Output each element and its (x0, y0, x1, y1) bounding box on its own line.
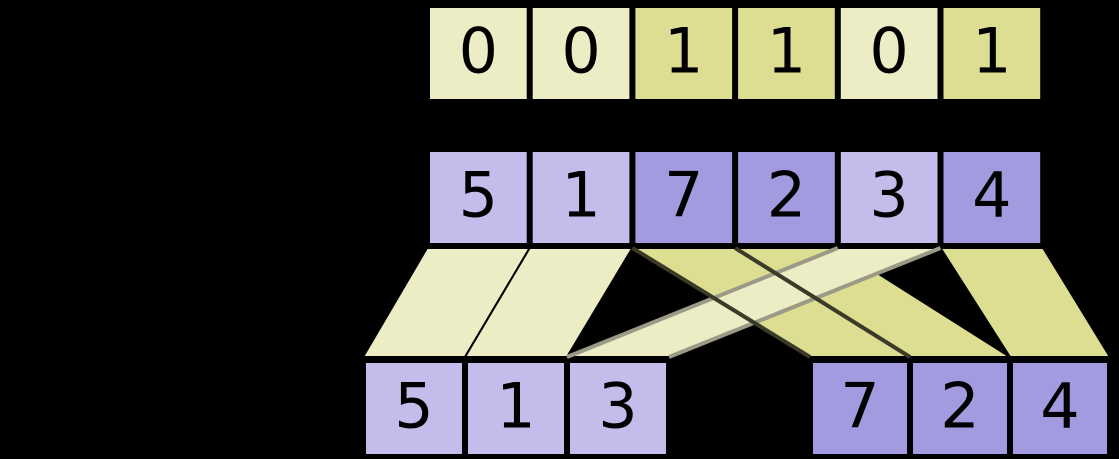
output-false-cell-value: 3 (598, 370, 637, 443)
link-4-to-slot5 (938, 247, 1112, 358)
input-cell-box (529, 149, 633, 246)
input-cell: 7 (632, 149, 736, 246)
flag-cell: 1 (735, 5, 838, 102)
input-cell: 1 (529, 149, 633, 246)
output-true-cell: 7 (810, 360, 910, 457)
flag-cell: 1 (940, 5, 1044, 102)
link-3-edge-right (668, 246, 942, 359)
output-false-cell-value: 1 (496, 370, 535, 443)
link-3-edge-left (566, 246, 839, 359)
ribbon-band (361, 246, 1112, 359)
output-true-cell-box (810, 360, 910, 457)
link-7-edge-left (631, 246, 812, 359)
flag-cell-box (735, 5, 838, 102)
output-false-cell-box (567, 360, 669, 457)
output-false-cell-box (465, 360, 567, 457)
input-cell-value: 5 (459, 159, 498, 232)
output-true-cell-box (910, 360, 1010, 457)
flag-cell-box (632, 5, 736, 102)
flag-cell-value: 1 (767, 15, 806, 88)
flag-cell-box (837, 5, 941, 102)
flag-cell-value: 1 (972, 15, 1011, 88)
flag-cell-value: 0 (459, 15, 498, 88)
input-cell-value: 3 (869, 159, 908, 232)
input-cell: 2 (735, 149, 838, 246)
input-cell-box (735, 149, 838, 246)
flag-cell-value: 1 (664, 15, 703, 88)
flag-cell: 0 (837, 5, 941, 102)
output-false-cell: 3 (567, 360, 669, 457)
output-false-cell: 5 (363, 360, 465, 457)
input-cell: 3 (837, 149, 941, 246)
input-cell: 4 (940, 149, 1044, 246)
input-cell-box (632, 149, 736, 246)
flag-cell: 0 (427, 5, 530, 102)
flag-cell-box (529, 5, 633, 102)
flag-cell-value: 0 (561, 15, 600, 88)
output-false-cell-value: 5 (394, 370, 433, 443)
input-cell-value: 7 (664, 159, 703, 232)
input-cell-value: 4 (972, 159, 1011, 232)
output-true-cell: 2 (910, 360, 1010, 457)
input-cell-box (940, 149, 1044, 246)
output-true-cell-value: 4 (1040, 370, 1079, 443)
output-false-cell: 1 (465, 360, 567, 457)
flag-cell: 0 (529, 5, 633, 102)
input-cell-value: 2 (767, 159, 806, 232)
output-true-cell: 4 (1010, 360, 1110, 457)
output-true-cell-value: 7 (840, 370, 879, 443)
input-cell-value: 1 (561, 159, 600, 232)
input-cell-box (837, 149, 941, 246)
link-7-edge-right (734, 246, 912, 359)
flag-cell-box (427, 5, 530, 102)
output-false-cell-box (363, 360, 465, 457)
output-true-cell-box (1010, 360, 1110, 457)
output-true-cell-value: 2 (940, 370, 979, 443)
input-cell: 5 (427, 149, 530, 246)
input-cell-box (427, 149, 530, 246)
flag-cell: 1 (632, 5, 736, 102)
flag-cell-box (940, 5, 1044, 102)
flag-cell-value: 0 (869, 15, 908, 88)
